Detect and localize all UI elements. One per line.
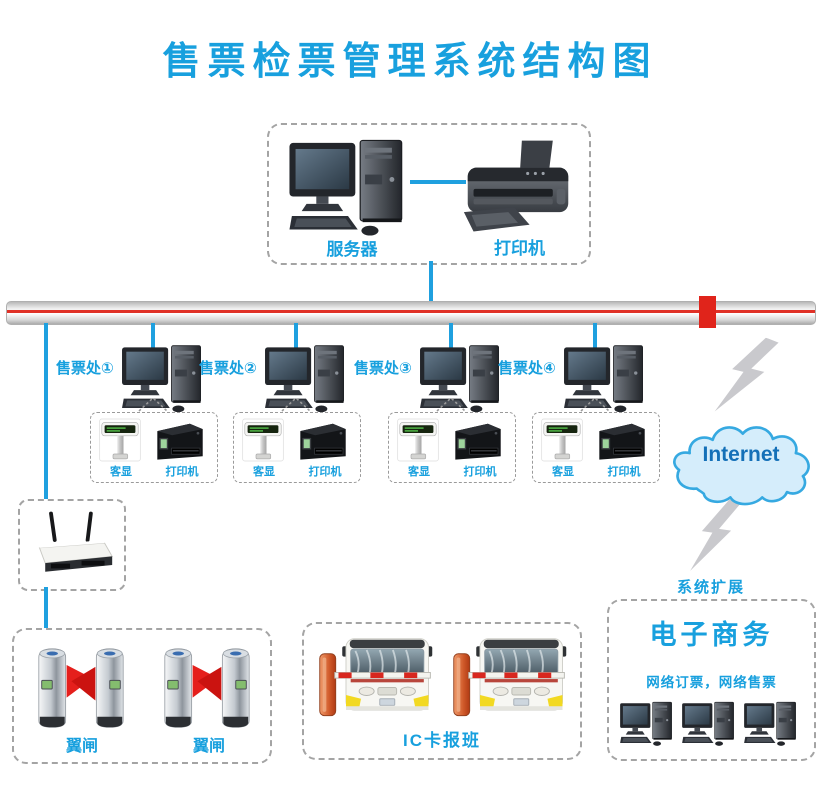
office3-peripherals-box: 客显 打印机 — [388, 412, 516, 483]
system-expansion-label: 系统扩展 — [676, 579, 745, 596]
backbone-red-line — [7, 310, 815, 313]
server-printer-label: 打印机 — [494, 239, 545, 258]
server-group-box: 服务器 打印机 — [267, 123, 591, 265]
router-box — [18, 499, 126, 591]
bus-area-label: IC卡报班 — [403, 731, 481, 750]
office1-printer-label: 打印机 — [165, 466, 199, 478]
ecommerce-box: 电子商务 网络订票，网络售票 — [607, 599, 816, 761]
office3-display-label: 客显 — [408, 466, 430, 478]
office4-peripherals-box: 客显 打印机 — [532, 412, 660, 483]
office4-callout-caret — [579, 395, 611, 413]
ecommerce-title: 电子商务 — [649, 620, 774, 650]
flap-gate1-image — [24, 642, 138, 734]
office4-customer-display-image — [541, 418, 583, 462]
office2-ticket-printer-image — [290, 421, 354, 463]
office1-peripherals-box: 客显 打印机 — [90, 412, 218, 483]
office2-label: 售票处② — [199, 360, 257, 377]
server-backbone-line — [429, 261, 433, 303]
office3-ticket-printer-image — [445, 421, 509, 463]
office1-display-label: 客显 — [110, 466, 132, 478]
office3-customer-display-image — [397, 418, 439, 462]
office2-callout-caret — [280, 395, 312, 413]
backbone-office2-line — [294, 323, 298, 352]
office3-callout-caret — [435, 395, 467, 413]
office2-display-label: 客显 — [253, 466, 275, 478]
office1-label: 售票处① — [56, 360, 114, 377]
office1-callout-caret — [137, 395, 169, 413]
flap-gate2-image — [150, 642, 264, 734]
backbone-office3-line — [449, 323, 453, 352]
office4-label: 售票处④ — [498, 360, 556, 377]
network-backbone-pipe — [6, 301, 816, 325]
bus-check-in-box: IC卡报班 — [302, 622, 582, 760]
server-computer-image — [282, 138, 414, 238]
internet-label: Internet — [702, 443, 780, 466]
ecommerce-computer3-image — [743, 701, 799, 747]
server-label: 服务器 — [326, 240, 378, 259]
office3-label: 售票处③ — [354, 360, 412, 377]
gate1-label: 翼闸 — [65, 738, 98, 755]
office2-peripherals-box: 客显 打印机 — [233, 412, 361, 483]
ecommerce-subtitle: 网络订票，网络售票 — [646, 675, 777, 690]
page-title: 售票检票管理系统结构图 — [162, 41, 658, 83]
bus-barrier1-image — [316, 635, 436, 725]
backbone-office1-line — [151, 323, 155, 352]
server-printer-image — [460, 138, 576, 236]
gates-box: 翼闸 翼闸 — [12, 628, 272, 764]
office2-customer-display-image — [242, 418, 284, 462]
office4-ticket-printer-image — [589, 421, 653, 463]
office1-ticket-printer-image — [147, 421, 211, 463]
wireless-router-image — [28, 509, 116, 579]
office1-customer-display-image — [99, 418, 141, 462]
office4-display-label: 客显 — [552, 466, 574, 478]
router-gates-line — [44, 587, 48, 628]
server-printer-link-line — [410, 180, 466, 184]
bus-barrier2-image — [450, 635, 570, 725]
lightning-top-icon — [709, 328, 784, 423]
gate2-label: 翼闸 — [192, 738, 225, 755]
ecommerce-computer2-image — [681, 701, 737, 747]
backbone-router-line — [44, 323, 48, 500]
office4-printer-label: 打印机 — [607, 466, 641, 478]
backbone-office4-line — [593, 323, 597, 352]
backbone-red-connector — [699, 296, 716, 328]
ecommerce-computer1-image — [619, 701, 675, 747]
office3-printer-label: 打印机 — [463, 466, 497, 478]
office2-printer-label: 打印机 — [308, 466, 342, 478]
